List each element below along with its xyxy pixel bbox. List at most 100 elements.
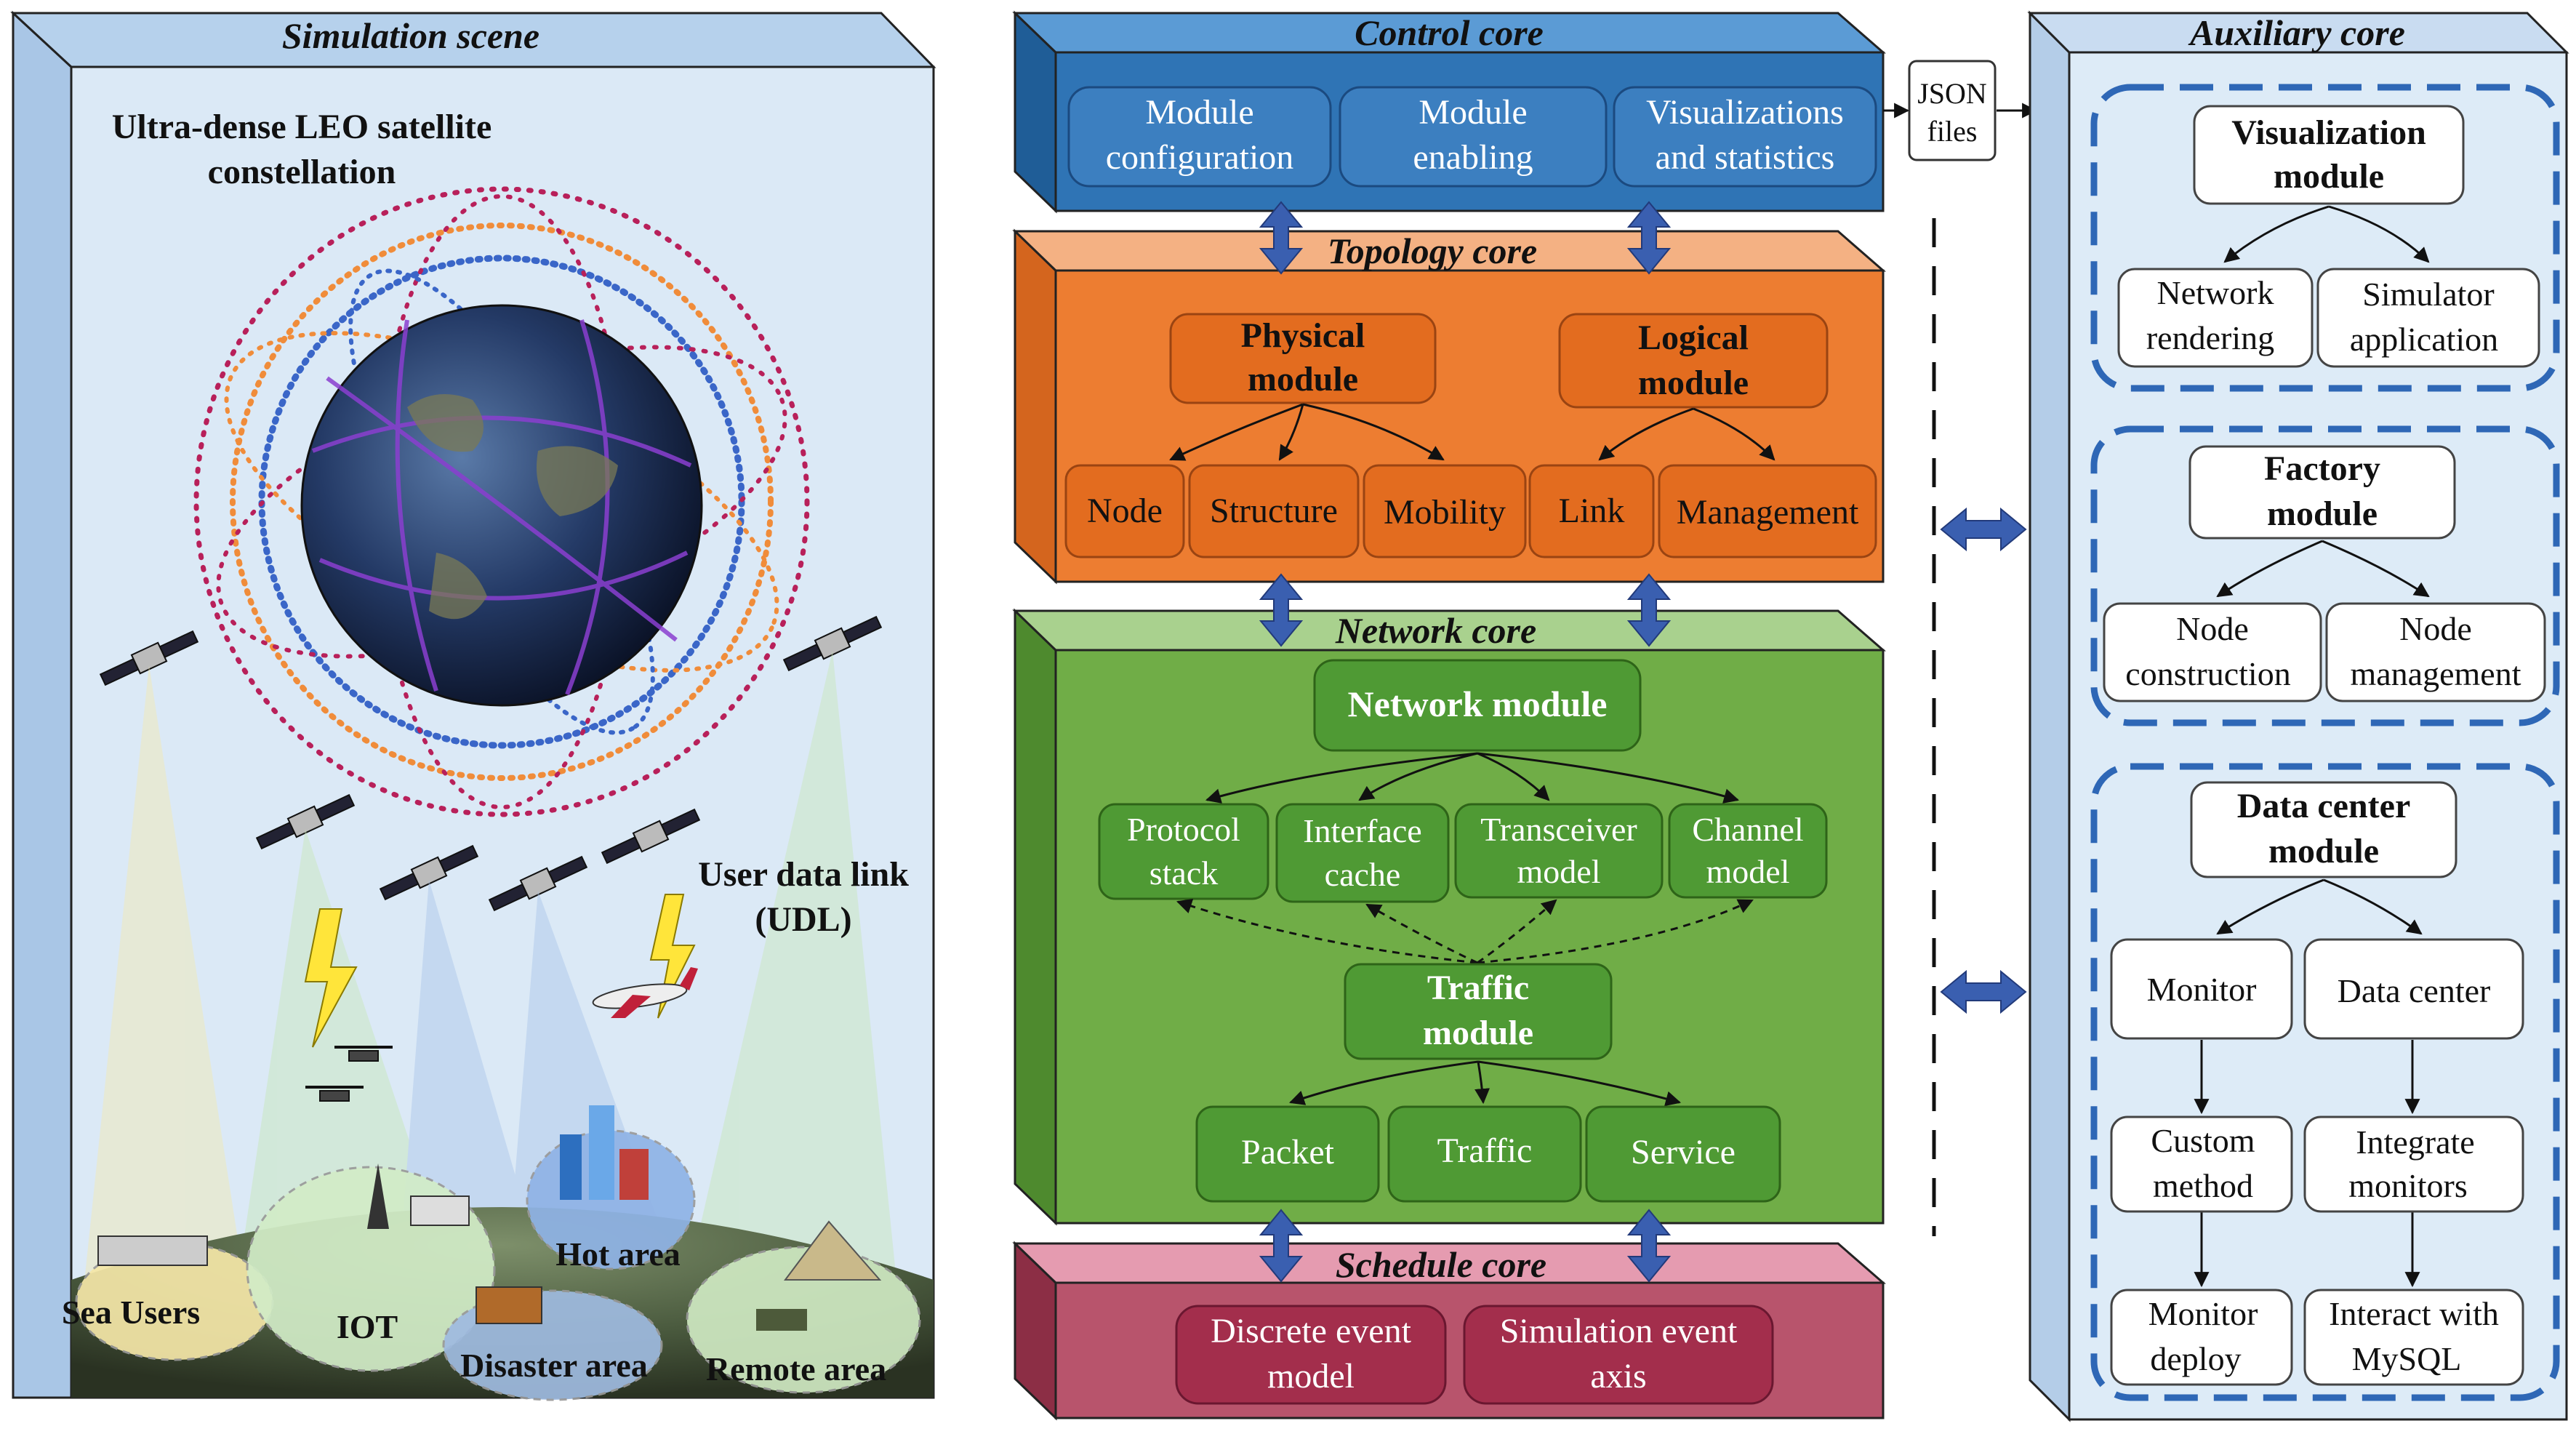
traffic-box [1387, 1105, 1582, 1203]
control-core-title: Control core [1355, 12, 1544, 53]
channel-model-label-2: model [1706, 853, 1790, 890]
area-hot: Hot area [526, 1105, 696, 1273]
custom-method-label: Custom [2151, 1122, 2255, 1159]
monitor-label: Monitor [2147, 971, 2257, 1008]
mobility-box [1363, 464, 1527, 558]
node-box [1064, 464, 1185, 558]
data-center-box [2303, 938, 2524, 1040]
structure-box [1188, 464, 1360, 558]
management-box [1658, 464, 1877, 558]
area-hot-label: Hot area [555, 1235, 681, 1273]
area-sea-users: Sea Users [62, 1235, 274, 1361]
simulator-application-label: Simulator [2362, 276, 2494, 313]
auxiliary-core-title: Auxiliary core [2188, 12, 2405, 53]
visualization-module-label: Visualization [2231, 113, 2426, 152]
interact-mysql-box [2303, 1289, 2524, 1386]
monitor-box [2110, 938, 2293, 1040]
node-management-box [2325, 602, 2546, 702]
traffic-module-box [1344, 963, 1613, 1060]
logical-module-label: Logical [1638, 319, 1749, 357]
node-management-label: Node [2399, 610, 2472, 647]
interact-mysql-label-2: MySQL [2352, 1340, 2462, 1377]
network-module-box [1313, 659, 1642, 752]
udl-label-2: (UDL) [755, 900, 851, 939]
traffic-dashed-connectors [1176, 899, 1754, 964]
mobility-label: Mobility [1384, 493, 1506, 532]
factory-module-label: Factory [2264, 449, 2380, 488]
topology-core-panel: Topology core Physical module Logical mo… [1012, 228, 1887, 585]
data-center-group [2090, 763, 2560, 1401]
discrete-event-model-label: Discrete event [1211, 1312, 1412, 1350]
lightning-icon [304, 894, 696, 1048]
transceiver-model-label-2: model [1517, 853, 1601, 890]
visualizations-statistics-label-2: and statistics [1656, 138, 1835, 177]
json-files-label: JSON [1917, 77, 1987, 110]
protocol-stack-label: Protocol [1127, 811, 1240, 848]
custom-method-box [2110, 1115, 2293, 1213]
visualizations-statistics-box [1613, 86, 1877, 188]
data-center-connectors [2194, 878, 2423, 1288]
area-disaster-label: Disaster area [460, 1347, 648, 1384]
logical-module-box [1558, 313, 1829, 409]
module-enabling-label-2: enabling [1413, 138, 1533, 177]
management-label: Management [1677, 493, 1859, 532]
json-files-box: JSON files [1883, 60, 2038, 161]
simulator-application-box [2316, 268, 2540, 368]
earth-orbit-lines [311, 319, 692, 696]
network-module-label: Network module [1348, 684, 1608, 724]
integrate-monitors-label-2: monitors [2348, 1167, 2468, 1204]
simulator-application-label-2: application [2350, 321, 2498, 358]
simulation-event-axis-label: Simulation event [1500, 1312, 1738, 1350]
channel-model-label: Channel [1692, 811, 1803, 848]
discrete-event-model-box [1175, 1305, 1447, 1405]
interface-cache-label: Interface [1303, 812, 1421, 849]
interface-cache-box [1275, 803, 1450, 903]
link-box [1528, 464, 1655, 558]
traffic-connectors [1289, 1060, 1682, 1107]
physical-module-label: Physical [1241, 316, 1365, 355]
simulation-event-axis-box [1463, 1305, 1774, 1405]
visualization-module-box [2193, 105, 2465, 205]
node-construction-box [2103, 602, 2322, 702]
json-files-label-2: files [1927, 115, 1978, 148]
interface-cache-label-2: cache [1325, 856, 1401, 893]
simulation-event-axis-label-2: axis [1590, 1357, 1646, 1395]
module-configuration-label: Module [1145, 93, 1253, 132]
node-label: Node [1087, 492, 1163, 530]
traffic-module-label-2: module [1423, 1014, 1533, 1052]
area-disaster: Disaster area [442, 1286, 663, 1401]
data-center-module-label-2: module [2268, 832, 2379, 870]
module-configuration-label-2: configuration [1106, 138, 1294, 177]
physical-module-box [1169, 313, 1437, 404]
monitor-deploy-label-2: deploy [2150, 1340, 2241, 1377]
integrate-monitors-label: Integrate [2356, 1123, 2474, 1161]
simulation-scene-panel: Simulation scene Ultra-dense LEO satelli… [10, 10, 936, 1401]
network-connectors [1205, 752, 1740, 804]
visualization-module-label-2: module [2274, 157, 2384, 196]
monitor-deploy-box [2110, 1289, 2293, 1386]
discrete-event-model-label-2: model [1267, 1357, 1355, 1395]
data-center-module-box [2190, 781, 2457, 878]
logical-module-label-2: module [1638, 364, 1749, 402]
simulation-scene-title: Simulation scene [282, 15, 539, 56]
network-rendering-box [2117, 268, 2314, 368]
module-enabling-label: Module [1419, 93, 1527, 132]
data-center-module-label: Data center [2237, 787, 2411, 825]
monitor-deploy-label: Monitor [2148, 1295, 2258, 1332]
topology-connectors [1169, 403, 1775, 461]
visualization-connectors [2223, 205, 2430, 263]
packet-label: Packet [1241, 1133, 1335, 1171]
protocol-stack-label-2: stack [1149, 854, 1219, 892]
network-rendering-label-2: rendering [2146, 319, 2274, 356]
traffic-label: Traffic [1437, 1131, 1533, 1170]
constellation-label: Ultra-dense LEO satellite [112, 108, 492, 146]
area-sea-label: Sea Users [62, 1294, 200, 1331]
packet-box [1195, 1105, 1380, 1203]
protocol-stack-box [1098, 803, 1269, 900]
factory-module-box [2188, 445, 2456, 540]
service-box [1585, 1105, 1781, 1203]
node-construction-label: Node [2176, 610, 2249, 647]
visualization-group [2090, 84, 2560, 392]
factory-group [2090, 425, 2560, 726]
